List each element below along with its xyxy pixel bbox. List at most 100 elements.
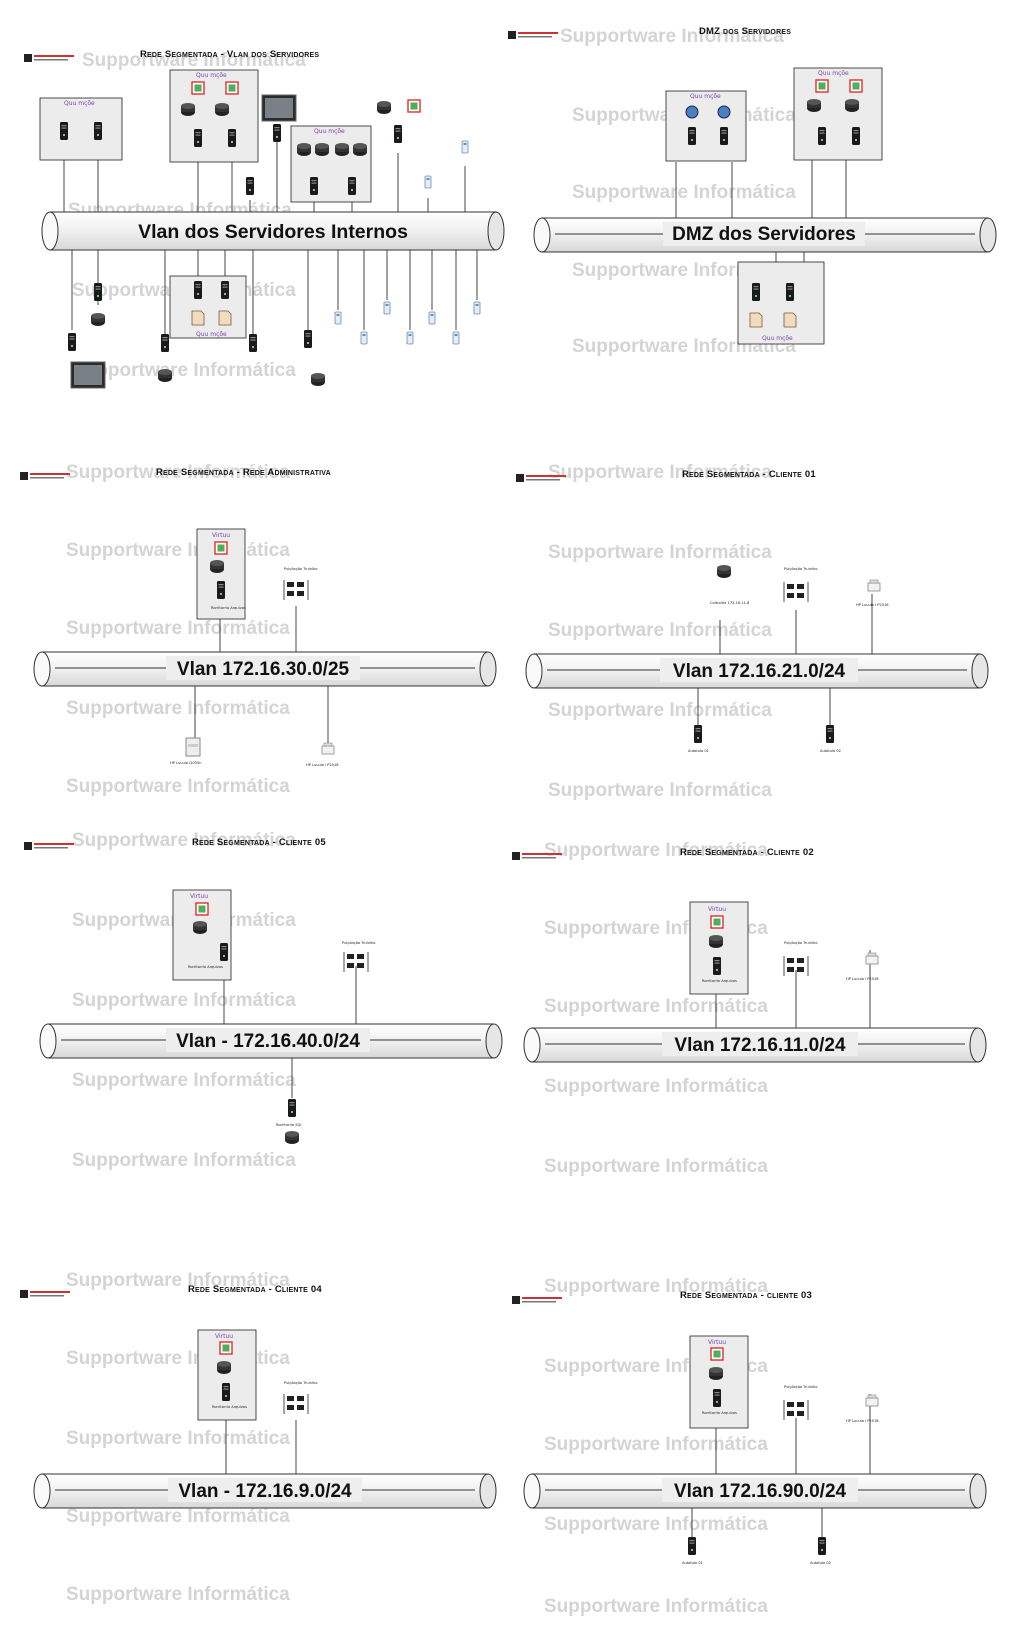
vm-icon bbox=[219, 1341, 233, 1355]
network-pipe: DMZ dos Servidores bbox=[533, 217, 997, 253]
device-label: Autotulo 01 bbox=[682, 1561, 703, 1565]
group-label: Quu mçõe bbox=[762, 335, 793, 342]
watermark: Supportware Informática bbox=[72, 1150, 296, 1171]
group-label: Quu mçõe bbox=[196, 331, 227, 338]
server-icon bbox=[161, 334, 169, 352]
server-icon bbox=[685, 105, 731, 119]
watermark: Supportware Informática bbox=[544, 1514, 768, 1535]
watermark: Supportware Informática bbox=[544, 1076, 768, 1097]
pipe-label: DMZ dos Servidores bbox=[672, 224, 856, 245]
network-pipe: Vlan 172.16.11.0/24 bbox=[523, 1027, 987, 1063]
device-label: HP Luuula l P2018 bbox=[306, 763, 339, 767]
company-logo-icon bbox=[508, 31, 558, 39]
panel-servidores: Rede Segmentada - Vlan dos Servidores Qu… bbox=[24, 49, 505, 389]
printer-icon bbox=[321, 742, 335, 755]
group-label: Quu mçõe bbox=[196, 72, 227, 79]
watermark: Supportware Informática bbox=[548, 542, 772, 563]
network-pipe: Vlan 172.16.30.0/25 bbox=[33, 651, 497, 687]
switch-icon bbox=[717, 565, 731, 578]
panel-dmz: DMZ dos Servidores Quu mçõe Quu mçõe DMZ… bbox=[508, 26, 997, 345]
pipe-label: Vlan 172.16.11.0/24 bbox=[674, 1035, 846, 1056]
device-label: Autotulo 01 bbox=[688, 749, 709, 753]
printer-icon bbox=[185, 737, 201, 757]
watermark: Supportware Informática bbox=[66, 462, 290, 483]
watermark: Supportware Informática bbox=[72, 360, 296, 381]
watermark: Supportware Informática bbox=[82, 50, 306, 71]
workstations-icon bbox=[283, 1393, 309, 1415]
company-logo-icon bbox=[516, 474, 566, 482]
device-icon bbox=[360, 331, 368, 345]
server-icon bbox=[688, 1537, 696, 1555]
watermark: Supportware Informática bbox=[544, 1596, 768, 1617]
panel-title: Rede Segmentada - Rede Administrativa bbox=[156, 467, 331, 478]
storage-icon bbox=[783, 312, 797, 328]
pipe-label: Vlan 172.16.30.0/25 bbox=[177, 659, 350, 680]
network-pipe: Vlan dos Servidores Internos bbox=[41, 211, 505, 251]
watermark: Supportware Informática bbox=[66, 1506, 290, 1527]
server-icon bbox=[94, 122, 102, 140]
company-logo-icon bbox=[20, 472, 70, 480]
database-icon bbox=[285, 1131, 299, 1144]
device-icon bbox=[461, 140, 469, 154]
panel-title: Rede Segmentada - Cliente 04 bbox=[188, 1284, 322, 1295]
server-icon bbox=[713, 957, 721, 975]
company-logo-icon bbox=[24, 842, 74, 850]
server-icon bbox=[217, 581, 225, 599]
database-icon bbox=[315, 143, 329, 156]
device-label: Pulçõaçõo Trulnlho bbox=[784, 1385, 817, 1389]
device-icon bbox=[428, 311, 436, 325]
panel-administrativa: Rede Segmentada - Rede Administrativa Vi… bbox=[20, 467, 497, 767]
device-label: Pulçõaçõo Trulnlho bbox=[342, 941, 375, 945]
server-icon bbox=[273, 124, 281, 142]
vm-icon bbox=[407, 99, 421, 113]
workstations-icon bbox=[283, 579, 309, 601]
watermark: Supportware Informática bbox=[560, 26, 784, 47]
device-icon bbox=[452, 331, 460, 345]
group-label: Quu mçõe bbox=[64, 100, 95, 107]
server-icon bbox=[688, 127, 696, 145]
switch-icon bbox=[845, 99, 859, 112]
switch-icon bbox=[158, 369, 172, 382]
server-icon bbox=[194, 129, 202, 147]
vm-icon bbox=[195, 902, 209, 916]
server-icon bbox=[228, 129, 236, 147]
watermark: Supportware Informática bbox=[548, 780, 772, 801]
server-icon bbox=[288, 1099, 296, 1117]
group-label: Quu mçõe bbox=[314, 128, 345, 135]
panel-cliente-05: Rede Segmentada - Cliente 05 Virtuu Rorr… bbox=[24, 837, 503, 1144]
database-icon bbox=[297, 143, 311, 156]
server-icon bbox=[818, 127, 826, 145]
server-icon bbox=[752, 283, 760, 301]
device-label: Coltrolrlo 172.16.11.8 bbox=[710, 601, 750, 605]
switch-icon bbox=[217, 1361, 231, 1374]
device-label: Pulçõaçõo Trulnlho bbox=[784, 941, 817, 945]
pipe-label: Vlan - 172.16.9.0/24 bbox=[178, 1481, 352, 1502]
monitor-icon bbox=[261, 94, 297, 122]
device-label: Pulçõaçõo Trulnlho bbox=[284, 1381, 317, 1385]
database-icon bbox=[335, 143, 349, 156]
server-icon bbox=[246, 177, 254, 195]
pipe-label: Vlan - 172.16.40.0/24 bbox=[176, 1031, 360, 1052]
switch-icon bbox=[709, 935, 723, 948]
company-logo-icon bbox=[20, 1290, 70, 1298]
server-icon bbox=[94, 283, 102, 301]
server-icon bbox=[720, 127, 728, 145]
watermark: Supportware Informática bbox=[544, 840, 768, 861]
server-icon bbox=[194, 281, 202, 299]
panel-title: Rede Segmentada - Cliente 02 bbox=[680, 847, 814, 858]
watermark: Supportware Informática bbox=[572, 182, 796, 203]
watermark: Supportware Informática bbox=[66, 698, 290, 719]
vm-icon bbox=[815, 79, 829, 93]
server-icon bbox=[818, 1537, 826, 1555]
switch-icon bbox=[377, 101, 391, 114]
switch-icon bbox=[709, 1367, 723, 1380]
panel-cliente-02: Rede Segmentada - Cliente 02 Virtuu Rorr… bbox=[512, 847, 987, 1063]
device-label: HP Luuula l P2018 bbox=[846, 977, 879, 981]
device-label: Rorrltorrlo Arquivos bbox=[702, 979, 737, 983]
watermark: Supportware Informática bbox=[66, 1584, 290, 1605]
switch-icon bbox=[181, 103, 195, 116]
panel-title: Rede Segmentada - Vlan dos Servidores bbox=[140, 49, 319, 60]
group-label: Virtuu bbox=[708, 1339, 726, 1346]
workstations-icon bbox=[783, 581, 809, 603]
group-label: Virtuu bbox=[708, 906, 726, 913]
